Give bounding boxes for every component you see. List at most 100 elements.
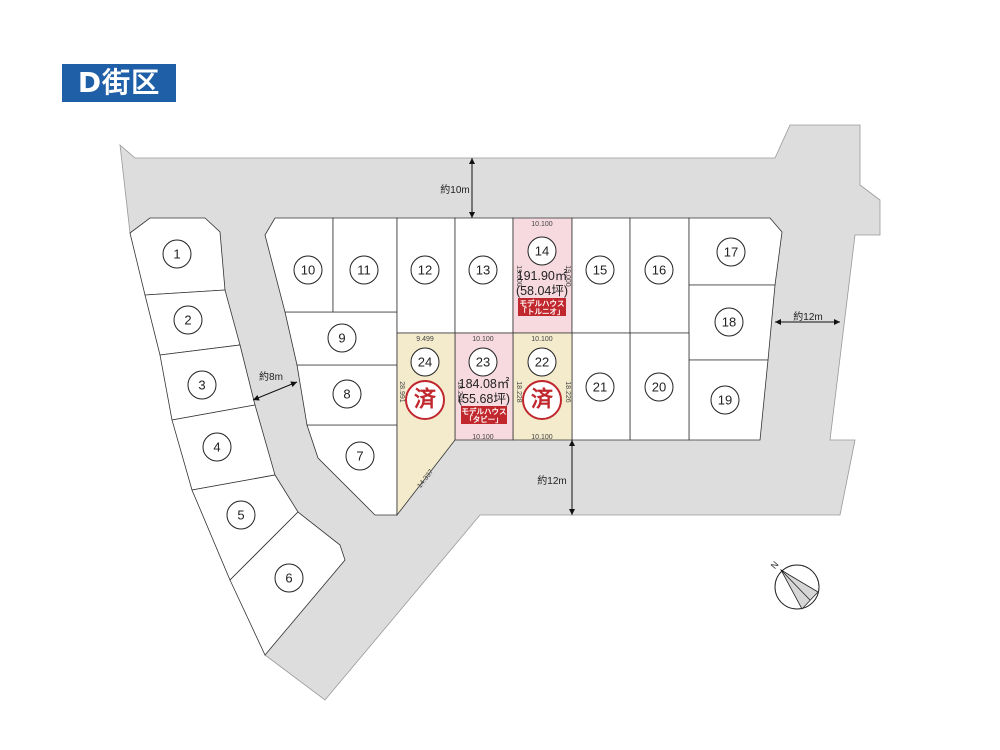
lot-19[interactable]: 19 bbox=[688, 359, 769, 441]
lot-2[interactable]: 2 bbox=[144, 289, 241, 356]
lot23-depth-dim: 18.228 bbox=[456, 381, 463, 403]
lot-number-circle bbox=[187, 370, 217, 400]
lot-21[interactable]: 21 bbox=[571, 332, 631, 441]
lot-number: 13 bbox=[476, 263, 490, 278]
lot-number-circle bbox=[527, 236, 557, 266]
lot23-width-dim: 10.100 bbox=[472, 336, 494, 343]
lot-number-circle bbox=[173, 305, 203, 335]
lot-number: 6 bbox=[285, 571, 292, 586]
lot-number: 17 bbox=[724, 245, 738, 260]
lot-11[interactable]: 11 bbox=[332, 217, 398, 313]
lot-number: 1 bbox=[173, 247, 180, 262]
sold-stamp bbox=[405, 380, 445, 420]
block-title: D街区 bbox=[62, 64, 176, 102]
lot-number-circle bbox=[293, 255, 323, 285]
lot-9[interactable]: 9 bbox=[284, 311, 398, 366]
road-width-left: 約8m bbox=[259, 370, 283, 383]
lot-number-circle bbox=[345, 441, 375, 471]
road-width-arrow-top bbox=[469, 158, 475, 218]
lot14-tsubo: (58.04坪) bbox=[516, 284, 568, 298]
lot-number: 15 bbox=[593, 263, 607, 278]
lot-number-circle bbox=[585, 255, 615, 285]
lot-number: 5 bbox=[237, 508, 244, 523]
lot-12[interactable]: 12 bbox=[396, 217, 456, 334]
lot-4[interactable]: 4 bbox=[171, 404, 276, 491]
lot-number: 10 bbox=[301, 263, 315, 278]
lot-number: 16 bbox=[652, 263, 666, 278]
lot14-badge-line1: モデルハウス bbox=[520, 298, 565, 308]
lot23-area: 184.08㎡ bbox=[459, 377, 510, 391]
lot14-badge-line2: 「トルニオ」 bbox=[520, 306, 565, 316]
lot14-width-dim: 10.100 bbox=[531, 221, 553, 228]
lot-number-circle bbox=[274, 563, 304, 593]
lot-number-circle bbox=[585, 372, 615, 402]
lot-number-circle bbox=[410, 347, 440, 377]
lot23-tsubo: (55.68坪) bbox=[458, 392, 510, 406]
lot-number: 9 bbox=[338, 331, 345, 346]
lot-boundary bbox=[396, 332, 456, 517]
lot-number: 20 bbox=[652, 380, 666, 395]
lot-number: 14 bbox=[535, 244, 549, 259]
lot-16[interactable]: 16 bbox=[629, 217, 690, 334]
road-width-top: 約10m bbox=[440, 183, 469, 196]
lot-number: 18 bbox=[722, 315, 736, 330]
lot-number: 21 bbox=[593, 380, 607, 395]
lot-number-circle bbox=[410, 255, 440, 285]
lot-20[interactable]: 20 bbox=[629, 332, 690, 441]
lot-number: 2 bbox=[184, 313, 191, 328]
lot-13[interactable]: 13 bbox=[454, 217, 514, 334]
lot22-width-dim: 10.100 bbox=[531, 336, 553, 343]
model-house-badge bbox=[461, 406, 507, 424]
lot-1[interactable]: 1 bbox=[129, 217, 226, 296]
lot23-bottom-dim: 10.100 bbox=[472, 434, 494, 441]
lot-10[interactable]: 10 bbox=[264, 217, 334, 313]
lot14-depth-dim-left: 19.000 bbox=[515, 265, 522, 287]
lot-17[interactable]: 17 bbox=[688, 217, 783, 286]
lot-number-circle bbox=[327, 323, 357, 353]
lot23-badge-line1: モデルハウス bbox=[462, 406, 507, 416]
lot24-depth-dim: 28.991 bbox=[398, 381, 405, 403]
lot-number: 19 bbox=[718, 393, 732, 408]
lot-number: 3 bbox=[198, 378, 205, 393]
lot-number: 24 bbox=[418, 355, 432, 370]
lot-number-circle bbox=[162, 239, 192, 269]
lot-number: 22 bbox=[535, 355, 549, 370]
lot-number: 8 bbox=[343, 387, 350, 402]
lot-15[interactable]: 15 bbox=[571, 217, 631, 334]
model-house-badge bbox=[518, 298, 566, 316]
lot-number-circle bbox=[716, 237, 746, 267]
lot14-area: 191.90㎡ bbox=[517, 269, 568, 283]
road-width-arrow-bottom bbox=[569, 440, 575, 515]
lot23-badge-line2: 「タビー」 bbox=[465, 414, 503, 424]
compass-north-label: N bbox=[769, 559, 781, 570]
lot-6[interactable]: 6 bbox=[229, 511, 346, 656]
lot-number-circle bbox=[644, 255, 674, 285]
road-width-arrow-left bbox=[252, 381, 298, 401]
north-compass-icon bbox=[774, 564, 820, 610]
lot-number: 7 bbox=[356, 449, 363, 464]
lot24-width-dim: 9.499 bbox=[416, 336, 434, 343]
lot-number: 11 bbox=[357, 263, 371, 278]
lot-number: 4 bbox=[213, 440, 220, 455]
lot14-depth-dim-right: 19.000 bbox=[564, 265, 571, 287]
lot-number: 23 bbox=[476, 355, 490, 370]
road-width-bottom: 約12m bbox=[537, 474, 566, 487]
lot-7[interactable]: 7 bbox=[306, 424, 398, 516]
road-width-right: 約12m bbox=[793, 310, 822, 323]
lot-number-circle bbox=[226, 500, 256, 530]
lot-18[interactable]: 18 bbox=[688, 284, 776, 361]
sold-mark-text: 済 bbox=[414, 387, 437, 413]
sold-stamp bbox=[522, 380, 562, 420]
lot-number-circle bbox=[714, 307, 744, 337]
lot-number-circle bbox=[527, 347, 557, 377]
lot-number-circle bbox=[644, 372, 674, 402]
lot-24[interactable]: 24 bbox=[396, 332, 456, 517]
road-width-arrow-right bbox=[775, 319, 840, 325]
lot-number-circle bbox=[349, 255, 379, 285]
lot-number-circle bbox=[468, 255, 498, 285]
sold-mark-text: 済 bbox=[531, 387, 554, 413]
lot-number-circle bbox=[710, 385, 740, 415]
lot-number: 12 bbox=[418, 263, 432, 278]
lot-8[interactable]: 8 bbox=[296, 364, 398, 426]
